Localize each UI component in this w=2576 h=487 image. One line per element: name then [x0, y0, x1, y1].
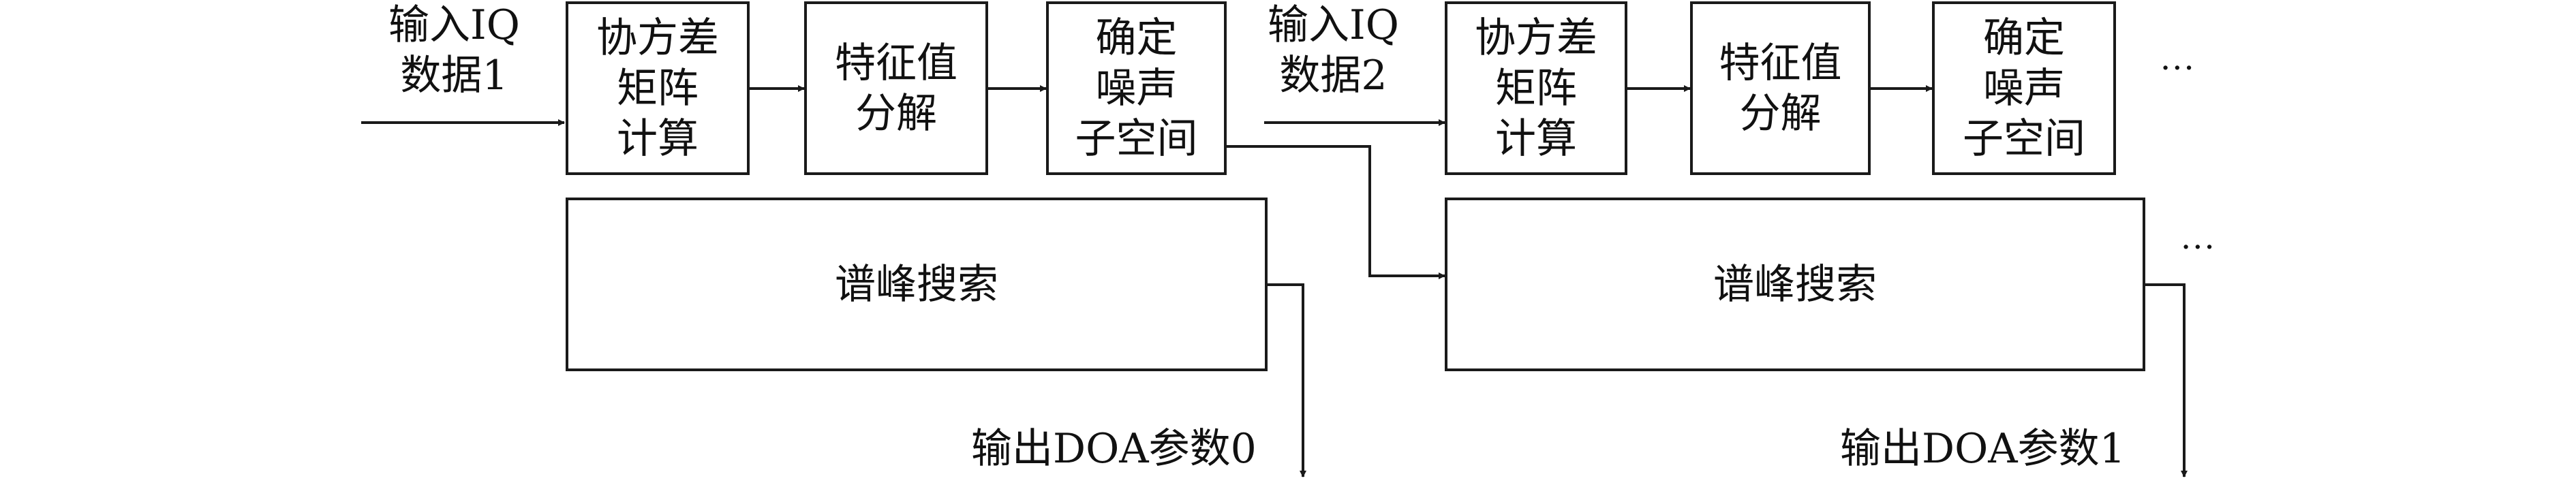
output-label-0: 输出DOA参数0: [971, 425, 1257, 473]
noise-box-1: 确定 噪声 子空间: [1046, 1, 1227, 175]
noise-label-2: 确定 噪声 子空间: [1963, 14, 2085, 163]
eigen-box-2: 特征值 分解: [1690, 1, 1871, 175]
search-label-2: 谱峰搜索: [1713, 260, 1877, 309]
input-label-2: 输入IQ 数据2: [1268, 1, 1399, 99]
covariance-box-2: 协方差 矩阵 计算: [1445, 1, 1627, 175]
ellipsis-bottom: ···: [2181, 228, 2216, 266]
eigen-label-2: 特征值 分解: [1719, 39, 1842, 138]
noise-label-1: 确定 噪声 子空间: [1075, 14, 1198, 163]
eigen-box-1: 特征值 分解: [804, 1, 988, 175]
ellipsis-top: ···: [2160, 49, 2196, 87]
noise-box-2: 确定 噪声 子空间: [1932, 1, 2116, 175]
covariance-label-1: 协方差 矩阵 计算: [596, 14, 719, 163]
search-label-1: 谱峰搜索: [835, 260, 998, 309]
arrow-search2-to-output1: [2145, 283, 2188, 477]
covariance-box-1: 协方差 矩阵 计算: [566, 1, 750, 175]
arrow-noise1-to-search2: [1227, 145, 1445, 279]
output-label-1: 输出DOA参数1: [1840, 425, 2126, 473]
search-box-2: 谱峰搜索: [1445, 198, 2145, 371]
search-box-1: 谱峰搜索: [566, 198, 1268, 371]
covariance-label-2: 协方差 矩阵 计算: [1475, 14, 1597, 163]
arrow-search1-to-output0: [1268, 283, 1306, 477]
eigen-label-1: 特征值 分解: [835, 39, 957, 138]
input-label-1: 输入IQ 数据1: [388, 1, 520, 99]
